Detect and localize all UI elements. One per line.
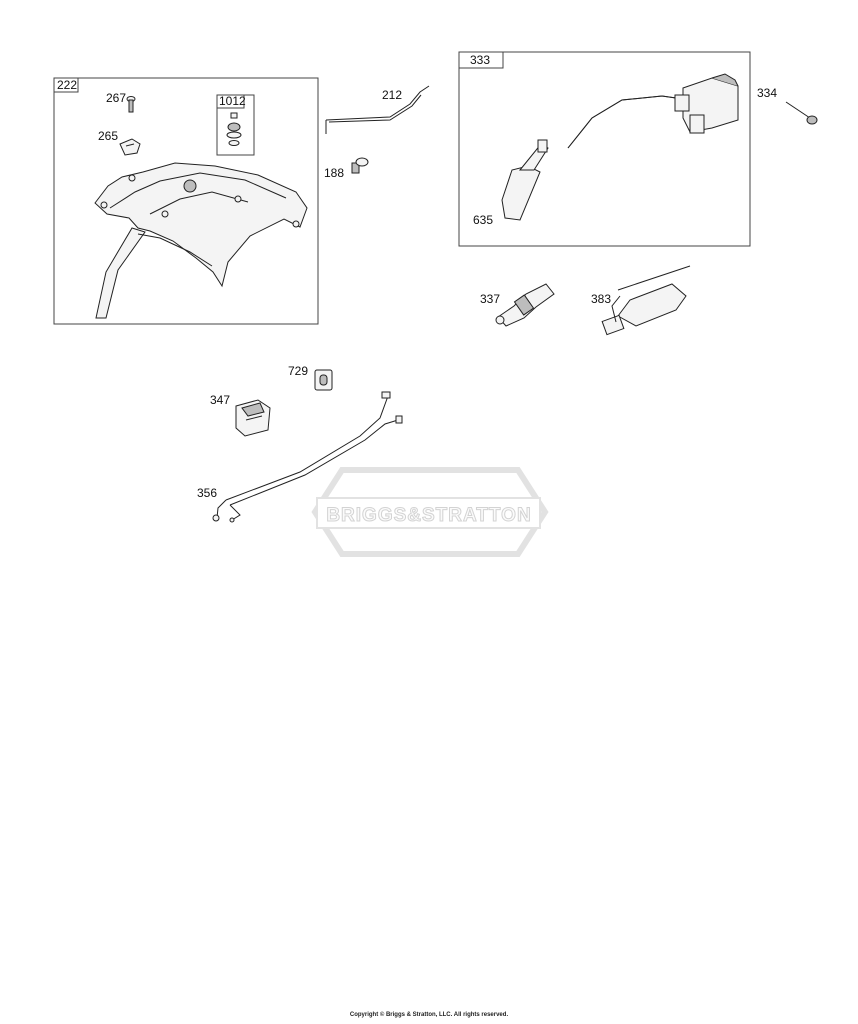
rod-212 — [325, 85, 430, 134]
callout-box-333 — [458, 51, 504, 69]
callout-635[interactable]: 635 — [473, 213, 493, 227]
starter-motor-333 — [567, 73, 739, 149]
watermark-text: BRIGGS&STRATTON — [326, 505, 531, 526]
callout-333[interactable]: 333 — [470, 53, 490, 67]
callout-729[interactable]: 729 — [288, 364, 308, 378]
callout-label-1012 — [216, 94, 245, 109]
callout-267[interactable]: 267 — [106, 91, 126, 105]
screw-267 — [126, 96, 136, 113]
holder-729 — [314, 369, 333, 391]
callout-383[interactable]: 383 — [591, 292, 611, 306]
callout-188[interactable]: 188 — [324, 166, 344, 180]
rocker-switch-347 — [235, 399, 271, 437]
callout-334[interactable]: 334 — [757, 86, 777, 100]
copyright-notice: Copyright © Briggs & Stratton, LLC. All … — [349, 1012, 509, 1018]
fastener-1012 — [226, 112, 242, 146]
callout-356[interactable]: 356 — [197, 486, 217, 500]
switch-337 — [495, 283, 555, 327]
screw-188 — [351, 157, 369, 174]
callout-212[interactable]: 212 — [382, 88, 402, 102]
rod-212-highlight — [328, 94, 422, 123]
callout-337[interactable]: 337 — [480, 292, 500, 306]
cable-383 — [601, 265, 691, 336]
callout-box-222 — [53, 77, 79, 93]
callout-265[interactable]: 265 — [98, 129, 118, 143]
control-panel-222 — [94, 162, 308, 319]
briggs-stratton-watermark: BRIGGS&STRATTON — [311, 467, 549, 557]
callout-347[interactable]: 347 — [210, 393, 230, 407]
bolt-334 — [785, 101, 818, 125]
wiring-harness-356 — [212, 391, 403, 523]
group-box-222 — [53, 77, 319, 325]
cable-boot-635 — [501, 139, 549, 221]
group-box-333 — [458, 51, 751, 247]
callout-222[interactable]: 222 — [57, 78, 77, 92]
callout-1012[interactable]: 1012 — [219, 94, 246, 108]
clip-265 — [119, 138, 141, 156]
